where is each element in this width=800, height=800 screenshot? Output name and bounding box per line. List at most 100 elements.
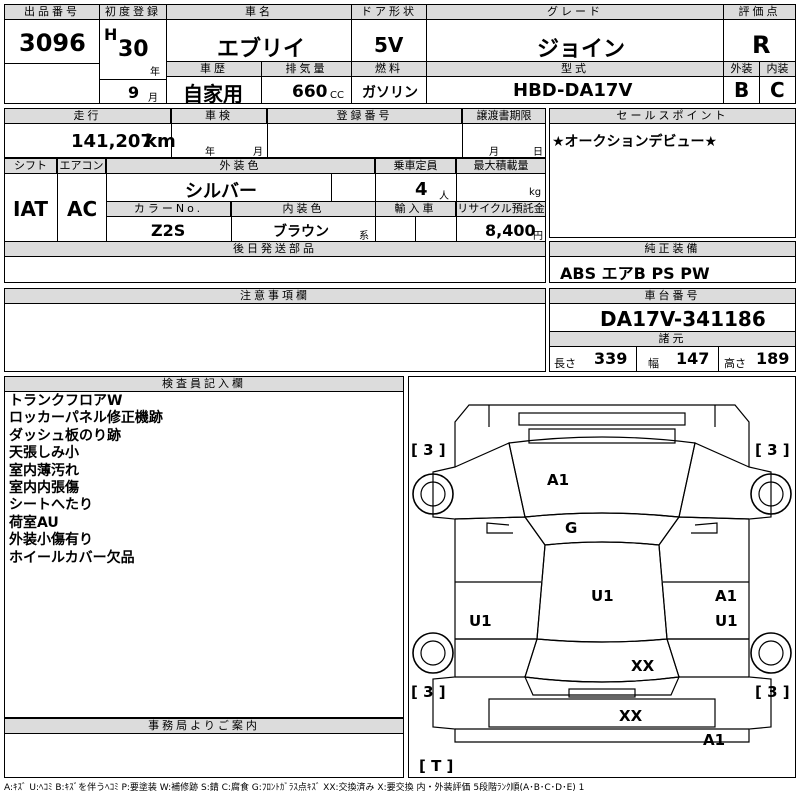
- legend-footer: A:ｷｽﾞ U:ﾍｺﾐ B:ｷｽﾞを伴うﾍｺﾐ P:要塗装 W:補修跡 S:錆 …: [4, 783, 585, 793]
- score-label: 評価点: [724, 5, 795, 20]
- inspection-label: 車検: [172, 109, 267, 124]
- door-type-cell: ドア形状 5V: [351, 4, 427, 62]
- inspector-note-item: ロッカーパネル修正機跡: [9, 410, 163, 427]
- height-label: 高さ: [724, 357, 746, 370]
- history-label: 車歴: [167, 62, 261, 77]
- windshield-damage-label: G: [565, 519, 578, 537]
- back-door-damage-label: XX: [619, 707, 643, 725]
- score-cell: 評価点 R: [723, 4, 796, 62]
- capacity-value: 4: [415, 179, 428, 200]
- later-parts-label: 後日発送部品: [5, 242, 545, 257]
- left-side-damage-label: U1: [469, 612, 492, 630]
- persons-unit: 人: [439, 191, 449, 202]
- length-label: 長さ: [554, 357, 576, 370]
- inspector-note-item: ダッシュ板のり跡: [9, 427, 121, 444]
- inspector-note-item: 天張しみ小: [9, 445, 79, 462]
- right-side-a-damage-label: A1: [715, 587, 738, 605]
- exterior-color-value: シルバー: [185, 181, 257, 202]
- width-value: 147: [676, 349, 710, 368]
- chassis-label: 車台番号: [550, 289, 795, 304]
- interior-grade-value: C: [770, 78, 785, 102]
- width-label: 幅: [648, 357, 659, 370]
- car-name-value: エブリイ: [217, 37, 306, 62]
- aircon-value: AC: [67, 197, 98, 221]
- lot-number-blank: [4, 63, 100, 104]
- fuel-value: ガソリン: [362, 85, 418, 101]
- specs-label: 諸元: [550, 332, 795, 347]
- vehicle-diagram: [412, 404, 792, 743]
- grade-cell: グレード ジョイン: [426, 4, 724, 62]
- car-name-cell: 車名 エブリイ: [166, 4, 352, 62]
- transfer-day-unit: 日: [533, 147, 543, 158]
- car-name-label: 車名: [167, 5, 351, 20]
- exterior-grade-cell: 外装 B: [723, 61, 760, 104]
- cc-unit: CC: [330, 90, 344, 101]
- door-type-label: ドア形状: [352, 5, 426, 20]
- genuine-equipment-value: ABS エアB PS PW: [560, 264, 710, 283]
- genuine-equipment-label: 純正装備: [550, 242, 795, 257]
- inspector-note-item: 荷室AU: [9, 514, 59, 531]
- transfer-month-unit: 月: [489, 147, 499, 158]
- length-value: 339: [594, 349, 628, 368]
- series-unit: 系: [359, 231, 369, 242]
- era-value: H: [104, 25, 118, 44]
- model-cell: 型式 HBD-DA17V: [426, 61, 724, 104]
- interior-color-label: 内装色: [232, 202, 375, 217]
- shift-value: IAT: [13, 197, 49, 221]
- grade-label: グレード: [427, 5, 723, 20]
- spare-tire-label: [ T ]: [419, 757, 454, 775]
- inspector-notes-label: 検査員記入欄: [5, 377, 403, 392]
- genuine-equipment-box: 純正装備 ABS エアB PS PW: [549, 241, 796, 283]
- tire-rear-left-label: [ 3 ]: [411, 683, 446, 701]
- exterior-grade-label: 外装: [724, 62, 759, 77]
- right-side-u-damage-label: U1: [715, 612, 738, 630]
- displacement-value: 660: [292, 82, 328, 102]
- yen-unit: 円: [533, 231, 543, 242]
- sales-point-label: セールスポイント: [550, 109, 795, 124]
- import-label: 輸入車: [376, 202, 456, 217]
- month-unit: 月: [148, 93, 158, 104]
- equipment-section: シフト IAT エアコン AC 外装色 シルバー 乗車定員 4 人 最大積載量 …: [4, 158, 546, 242]
- tire-front-right-label: [ 3 ]: [755, 441, 790, 459]
- inspector-note-item: 室内内張傷: [9, 480, 79, 497]
- lot-number-cell: 出品番号 3096: [4, 4, 100, 64]
- color-number-value: Z2S: [151, 221, 186, 240]
- fuel-label: 燃料: [352, 62, 426, 77]
- hood-damage-label: A1: [547, 471, 570, 489]
- first-registration-label: 初度登録: [100, 5, 166, 20]
- sales-point-value: ★オークションデビュー★: [552, 134, 718, 150]
- inspector-note-item: トランクフロアW: [9, 393, 123, 409]
- kg-unit: kg: [529, 187, 542, 198]
- mileage-value: 141,207: [71, 131, 153, 152]
- displacement-label: 排気量: [262, 62, 351, 77]
- mileage-label: 走行: [5, 109, 171, 124]
- history-cell: 車歴 自家用: [166, 61, 262, 106]
- fuel-cell: 燃料 ガソリン: [351, 61, 427, 104]
- office-info-box: 事務局よりご案内: [4, 718, 404, 778]
- model-label: 型式: [427, 62, 723, 77]
- later-parts-box: 後日発送部品: [4, 241, 546, 283]
- displacement-cell: 排気量 660 CC: [261, 61, 352, 104]
- tire-front-left-label: [ 3 ]: [411, 441, 446, 459]
- month-value: 9: [128, 83, 140, 102]
- color-number-label: カラーNo.: [107, 202, 231, 217]
- inspector-note-item: シートへたり: [9, 497, 93, 514]
- capacity-label: 乗車定員: [376, 159, 456, 174]
- notes-box: 注意事項欄: [4, 288, 546, 372]
- aircon-label: エアコン: [58, 159, 106, 174]
- sales-point-box: セールスポイント ★オークションデビュー★: [549, 108, 796, 238]
- height-value: 189: [756, 349, 790, 368]
- year-unit: 年: [150, 67, 160, 78]
- door-type-value: 5V: [374, 33, 404, 57]
- year-value: 30: [118, 37, 149, 62]
- reg-number-label: 登録番号: [268, 109, 462, 124]
- office-info-label: 事務局よりご案内: [5, 719, 403, 734]
- max-load-label: 最大積載量: [457, 159, 545, 174]
- inspector-note-item: 室内薄汚れ: [9, 462, 79, 479]
- grade-value: ジョイン: [537, 37, 626, 62]
- km-unit: km: [145, 131, 176, 152]
- interior-grade-label: 内装: [760, 62, 795, 77]
- model-value: HBD-DA17V: [513, 80, 633, 101]
